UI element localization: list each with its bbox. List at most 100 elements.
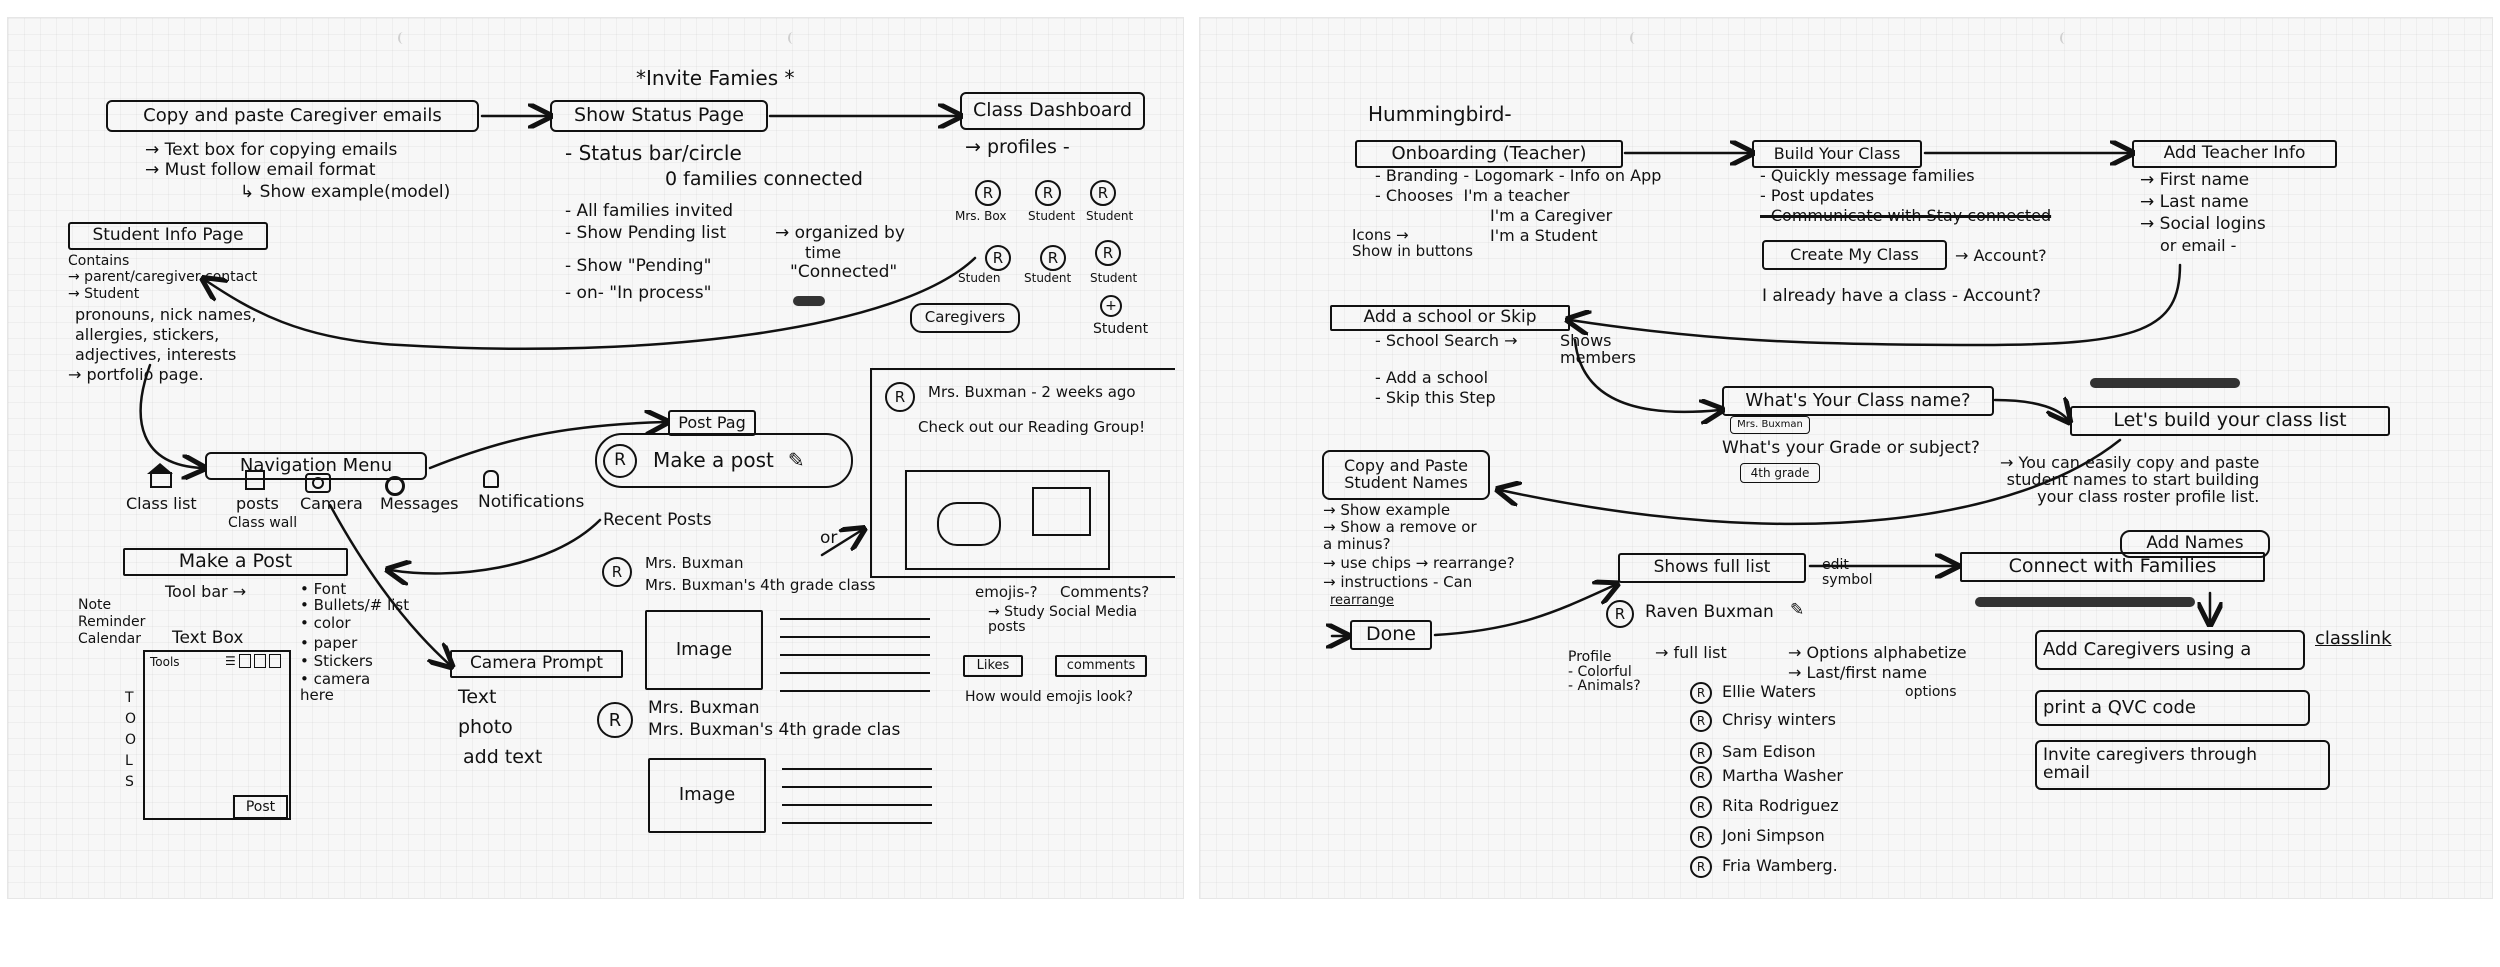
profile-label: Student [1028, 209, 1076, 223]
add-names-box[interactable]: Add Names [2120, 530, 2270, 558]
student-name: Joni Simpson [1722, 826, 1825, 845]
toolbar-icons[interactable]: ☰ [225, 654, 281, 668]
make-a-post-title[interactable]: Make a Post [123, 548, 348, 576]
caregivers-box[interactable]: Caregivers [910, 303, 1020, 333]
posts-icon[interactable] [245, 470, 265, 490]
names-line: a minus? [1323, 535, 1391, 553]
last-first-name: → Last/first name [1788, 663, 1927, 682]
avatar: R [602, 557, 632, 587]
text-line [782, 804, 932, 806]
create-my-class-button[interactable]: Create My Class [1762, 240, 1947, 270]
comments-button[interactable]: comments [1055, 655, 1147, 677]
scribble [2090, 378, 2240, 388]
onboarding-teacher-box[interactable]: Onboarding (Teacher) [1355, 140, 1623, 168]
camera-lens-icon [312, 477, 324, 489]
text-line [782, 786, 932, 788]
note-item: Note [78, 597, 112, 613]
invite-families-title: *Invite Famies * [636, 66, 795, 90]
avatar: R [1690, 766, 1712, 788]
copy-paste-emails-box[interactable]: Copy and paste Caregiver emails [106, 100, 479, 132]
avatar: R [1690, 796, 1712, 818]
email-note-1: → Text box for copying emails [145, 140, 398, 160]
build-line: - Quickly message families [1760, 166, 1975, 185]
nav-item-class-list[interactable]: Class list [126, 494, 197, 513]
add-student-plus[interactable]: + [1100, 295, 1122, 317]
options-alphabetize: → Options alphabetize [1788, 643, 1967, 662]
comments-question: Comments? [1060, 583, 1150, 601]
text-line [780, 636, 930, 638]
profile-avatar[interactable]: R [1035, 180, 1061, 206]
profile-avatar[interactable]: R [975, 180, 1001, 206]
organized-time: time [805, 243, 842, 262]
names-line: → Show a remove or [1323, 518, 1477, 536]
camera-prompt-box[interactable]: Camera Prompt [450, 650, 623, 678]
post-image[interactable]: Image [645, 610, 763, 690]
card-image[interactable] [905, 470, 1110, 570]
nav-item-posts[interactable]: posts [236, 494, 279, 513]
print-qvc-code-box[interactable]: print a QVC code [2035, 690, 2310, 726]
mrs-buxman-tag[interactable]: Mrs. Buxman [1730, 416, 1810, 434]
copy-paste-student-names-box[interactable]: Copy and Paste Student Names [1322, 450, 1490, 500]
post-image[interactable]: Image [648, 758, 766, 833]
paper-icon[interactable] [238, 654, 251, 668]
bell-icon[interactable] [483, 470, 499, 488]
full-list-note: → full list [1655, 643, 1727, 662]
connect-with-families-box[interactable]: Connect with Families [1960, 552, 2265, 582]
student-name: Ellie Waters [1722, 682, 1817, 701]
post-page-box[interactable]: Post Pag [668, 410, 756, 436]
camera-tool-icon[interactable] [268, 654, 281, 668]
camera-icon[interactable] [305, 473, 331, 493]
binder-hole [1630, 32, 1640, 44]
profile-avatar[interactable]: R [1040, 245, 1066, 271]
profiles-label: → profiles - [965, 136, 1070, 158]
camera-item: add text [463, 746, 543, 768]
text-line [782, 768, 932, 770]
status-note-4: - Show Pending list [565, 223, 727, 243]
lets-build-class-list-box[interactable]: Let's build your class list [2070, 406, 2390, 436]
tool-item-camera: • camera here [300, 670, 371, 704]
student-info-line: allergies, stickers, [75, 325, 220, 344]
edit-pencil-icon[interactable]: ✎ [1790, 600, 1805, 620]
avatar: R [1606, 600, 1634, 628]
status-note-1: - Status bar/circle [565, 141, 742, 165]
nav-item-notifications[interactable]: Notifications [478, 492, 585, 512]
camera-item: Text [458, 686, 497, 708]
organized-by: → organized by [775, 223, 905, 243]
school-line: - Add a school [1375, 368, 1489, 387]
copy-paste-instructions: → You can easily copy and paste student … [2000, 453, 2260, 506]
emojis-question: emojis-? [975, 583, 1038, 601]
likes-button[interactable]: Likes [963, 655, 1023, 677]
list-icon[interactable]: ☰ [225, 654, 236, 668]
text-box-area[interactable] [143, 650, 291, 820]
profile-avatar[interactable]: R [1090, 180, 1116, 206]
done-button[interactable]: Done [1350, 620, 1432, 650]
shows-full-list-box[interactable]: Shows full list [1618, 553, 1806, 583]
sticker-icon[interactable] [253, 654, 266, 668]
teacher-line: → First name [2140, 170, 2250, 190]
profile-avatar[interactable]: R [985, 245, 1011, 271]
nav-item-camera[interactable]: Camera [300, 494, 363, 513]
recent-posts-label: Recent Posts [603, 510, 712, 530]
home-icon[interactable] [150, 472, 172, 488]
student-name: Fria Wamberg. [1722, 856, 1838, 875]
add-teacher-info-box[interactable]: Add Teacher Info [2132, 140, 2337, 168]
post-submit-button[interactable]: Post [233, 795, 288, 819]
student-info-page-box[interactable]: Student Info Page [68, 222, 268, 250]
fourth-grade-tag[interactable]: 4th grade [1740, 463, 1820, 483]
binder-hole [398, 32, 408, 44]
show-status-page-box[interactable]: Show Status Page [550, 100, 768, 132]
make-a-post-button[interactable]: R Make a post ✎ [595, 433, 853, 488]
build-line: - Post updates [1760, 186, 1875, 205]
messages-icon[interactable] [385, 476, 405, 496]
add-school-or-skip-box[interactable]: Add a school or Skip [1330, 305, 1570, 331]
connected-label: "Connected" [790, 262, 898, 282]
profile-avatar[interactable]: R [1095, 240, 1121, 266]
nav-item-messages[interactable]: Messages [380, 494, 459, 513]
account-question: → Account? [1955, 246, 2047, 265]
class-dashboard-box[interactable]: Class Dashboard [960, 92, 1145, 130]
whats-class-name-box[interactable]: What's Your Class name? [1722, 386, 1994, 416]
photo-figures [937, 502, 1001, 546]
build-your-class-box[interactable]: Build Your Class [1752, 140, 1922, 168]
add-caregivers-classlink-box[interactable]: Add Caregivers using a [2035, 630, 2305, 670]
invite-caregivers-email-box[interactable]: Invite caregivers through email [2035, 740, 2330, 790]
